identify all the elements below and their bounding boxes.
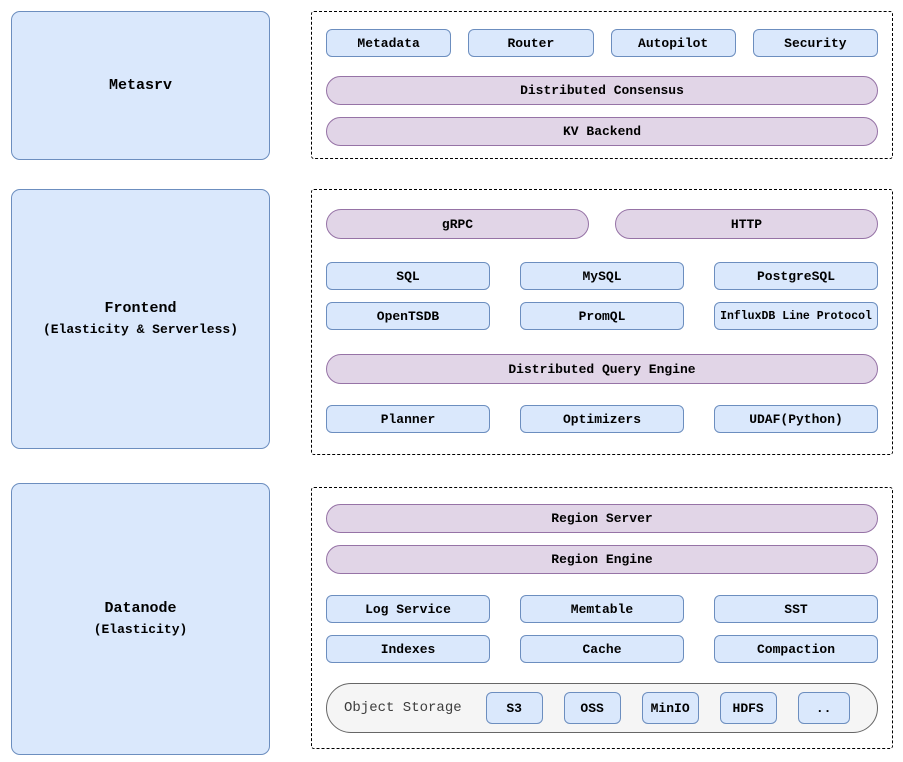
datanode-components-row-2: Indexes Cache Compaction [326, 635, 878, 663]
region-engine-pill: Region Engine [326, 545, 878, 574]
compaction-box: Compaction [714, 635, 878, 663]
optimizers-box: Optimizers [520, 405, 684, 433]
mysql-box: MySQL [520, 262, 684, 290]
frontend-protocols-row-1: SQL MySQL PostgreSQL [326, 262, 878, 290]
sst-box: SST [714, 595, 878, 623]
http-pill: HTTP [615, 209, 878, 239]
sql-box: SQL [326, 262, 490, 290]
cache-box: Cache [520, 635, 684, 663]
object-storage-container: Object Storage S3 OSS MinIO HDFS .. [326, 683, 878, 733]
router-box: Router [468, 29, 594, 57]
datanode-detail-panel: Region Server Region Engine Log Service … [311, 487, 893, 749]
metasrv-group-box: Metasrv [11, 11, 270, 160]
datanode-components-row-1: Log Service Memtable SST [326, 595, 878, 623]
postgresql-box: PostgreSQL [714, 262, 878, 290]
metadata-box: Metadata [326, 29, 452, 57]
distributed-consensus-pill: Distributed Consensus [326, 76, 878, 105]
distributed-query-engine-pill: Distributed Query Engine [326, 354, 878, 384]
metasrv-detail-panel: Metadata Router Autopilot Security Distr… [311, 11, 893, 159]
indexes-box: Indexes [326, 635, 490, 663]
frontend-group-box: Frontend (Elasticity & Serverless) [11, 189, 270, 449]
frontend-sublabel: (Elasticity & Serverless) [42, 322, 239, 337]
minio-box: MinIO [641, 692, 699, 724]
datanode-sublabel: (Elasticity) [93, 622, 188, 637]
metasrv-components-row: Metadata Router Autopilot Security [326, 29, 878, 57]
datanode-group-box: Datanode (Elasticity) [11, 483, 270, 755]
region-server-pill: Region Server [326, 504, 878, 533]
object-storage-label: Object Storage [344, 700, 462, 716]
opentsdb-box: OpenTSDB [326, 302, 490, 330]
frontend-protocols-row-2: OpenTSDB PromQL InfluxDB Line Protocol [326, 302, 878, 330]
promql-box: PromQL [520, 302, 684, 330]
datanode-label: Datanode [104, 600, 177, 617]
memtable-box: Memtable [520, 595, 684, 623]
grpc-pill: gRPC [326, 209, 589, 239]
s3-box: S3 [485, 692, 543, 724]
frontend-engine-components-row: Planner Optimizers UDAF(Python) [326, 405, 878, 433]
other-storage-box: .. [797, 692, 850, 724]
frontend-detail-panel: gRPC HTTP SQL MySQL PostgreSQL OpenTSDB … [311, 189, 893, 455]
hdfs-box: HDFS [719, 692, 777, 724]
kv-backend-pill: KV Backend [326, 117, 878, 146]
udaf-python-box: UDAF(Python) [714, 405, 878, 433]
metasrv-label: Metasrv [108, 76, 172, 94]
frontend-servers-row: gRPC HTTP [326, 209, 878, 239]
security-box: Security [752, 29, 878, 57]
log-service-box: Log Service [326, 595, 490, 623]
autopilot-box: Autopilot [610, 29, 736, 57]
planner-box: Planner [326, 405, 490, 433]
frontend-label: Frontend [104, 300, 177, 317]
oss-box: OSS [563, 692, 621, 724]
influxdb-line-protocol-box: InfluxDB Line Protocol [714, 302, 878, 330]
